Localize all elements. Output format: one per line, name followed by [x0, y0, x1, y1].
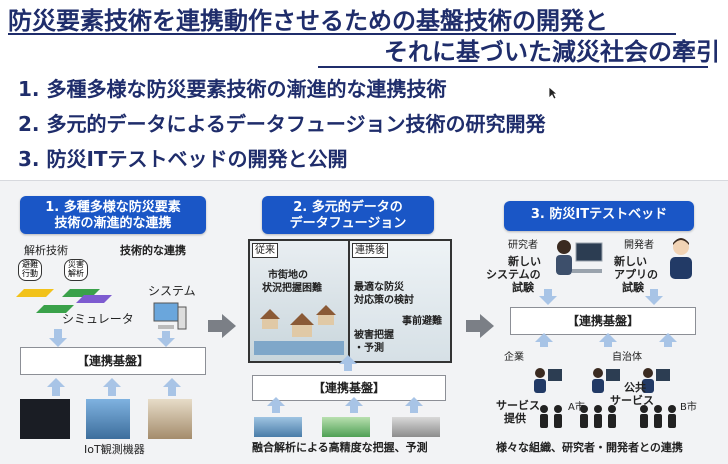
public-label: 公共: [624, 381, 646, 394]
arrow-up-6: [345, 397, 363, 413]
researcher-label: 研究者: [508, 240, 538, 251]
system-label: システム: [148, 284, 196, 298]
panel1-header: 1. 多種多様な防災要素 技術の漸進的な連携: [20, 196, 206, 234]
arrow-down-3: [539, 289, 557, 305]
sensor-image-3: [392, 417, 440, 437]
sensor-image-1: [254, 417, 302, 437]
title-underline-1: [8, 33, 676, 35]
list-item-3: 3. 防災ITテストベッドの開発と公開: [18, 147, 348, 171]
page-title-line1: 防災要素技術を連携動作させるための基盤技術の開発と: [8, 7, 608, 35]
iot-label: IoT観測機器: [84, 443, 145, 456]
company-label: 企業: [504, 352, 524, 363]
trial-label-1: 試験: [512, 281, 534, 294]
platform-box-3: 【連携基盤】: [510, 307, 696, 335]
before-after-image: 従来 市街地の 状況把握困難 連携後 最適な防災 対応策の検討 事前避難 被害把…: [248, 239, 452, 363]
optimal-label: 最適な防災: [354, 282, 404, 293]
arrow-up-1: [47, 378, 65, 396]
diagram-panel: 1. 多種多様な防災要素 技術の漸進的な連携 解析技術 技術的な連携 避難行動 …: [0, 180, 728, 464]
researcher-at-pc-icon: [556, 240, 603, 275]
system-trial-label: システムの: [486, 268, 541, 281]
collaboration-caption: 様々な組織、研究者・開発者との連携: [496, 441, 683, 454]
arrow-up-3: [163, 378, 181, 396]
iot-image-1: [20, 399, 70, 439]
panel2-header-line1: 2. 多元的データの: [293, 200, 403, 215]
after-tag: 連携後: [352, 243, 388, 258]
arrow-up-2: [103, 378, 121, 396]
computer-icon: [153, 302, 187, 330]
evac-label: 事前避難: [402, 316, 442, 327]
public-service-label: サービス: [610, 394, 654, 407]
arrow-up-9: [599, 333, 617, 347]
city-b-label: B市: [680, 402, 697, 413]
list-item-1: 1. 多種多様な防災要素技術の漸進的な連携技術: [18, 77, 447, 101]
arrow-down-1: [49, 329, 67, 347]
damage-label: 被害把握: [354, 330, 394, 341]
panel1-header-line1: 1. 多種多様な防災要素: [45, 200, 181, 215]
flow-arrow-1-shaft: [208, 320, 222, 332]
pill-disaster: 災害解析: [64, 259, 88, 281]
flow-arrow-2-head: [480, 314, 494, 338]
tech-link-label: 技術的な連携: [120, 244, 186, 257]
city-label: 市街地の: [268, 270, 308, 281]
simulator-label: シミュレータ: [62, 312, 134, 326]
municipality-label: 自治体: [612, 352, 642, 363]
trial-label-2: 試験: [622, 281, 644, 294]
arrow-up-10: [659, 333, 677, 347]
before-tag: 従来: [252, 243, 278, 258]
city-a-label: A市: [568, 402, 585, 413]
arrow-down-2: [157, 331, 175, 347]
company-worker-icon: [534, 368, 562, 393]
developer-label: 開発者: [624, 240, 654, 251]
flow-arrow-1-head: [222, 314, 236, 338]
new-label-1: 新しい: [508, 255, 541, 268]
arrow-up-5: [267, 397, 285, 413]
arrow-up-4: [339, 355, 357, 371]
houses-icon: [254, 305, 344, 355]
iot-image-2: [86, 399, 130, 439]
platform-box-2: 【連携基盤】: [252, 375, 446, 401]
platform-box-1: 【連携基盤】: [20, 347, 206, 375]
layer-stack-icon: [16, 289, 112, 313]
municipal-workers-icon: [592, 368, 670, 393]
fusion-caption: 融合解析による高精度な把握、予測: [252, 441, 428, 454]
panel2-header: 2. 多元的データの データフュージョン: [262, 196, 434, 234]
provide-label: 提供: [504, 412, 526, 425]
analysis-label: 解析技術: [24, 244, 68, 257]
new-label-2: 新しい: [614, 255, 647, 268]
service-label: サービス: [496, 399, 540, 412]
after-pane: 連携後 最適な防災 対応策の検討 事前避難 被害把握 ・予測: [350, 241, 450, 361]
before-pane: 従来 市街地の 状況把握困難: [250, 241, 350, 361]
pill-evacuation: 避難行動: [18, 259, 42, 281]
panel3-header-text: 3. 防災ITテストベッド: [530, 207, 668, 222]
difficulty-label: 状況把握困難: [262, 283, 322, 294]
mouse-cursor-icon: [548, 86, 558, 100]
arrow-down-4: [645, 289, 663, 305]
citizens-icon: [540, 405, 676, 428]
panel2-header-line2: データフュージョン: [289, 216, 407, 231]
app-label: アプリの: [614, 268, 658, 281]
panel3-header: 3. 防災ITテストベッド: [504, 201, 694, 231]
list-item-2: 2. 多元的データによるデータフュージョン技術の研究開発: [18, 112, 546, 136]
iot-image-3: [148, 399, 192, 439]
measures-label: 対応策の検討: [354, 295, 414, 306]
sensor-image-2: [322, 417, 370, 437]
title-underline-2: [318, 66, 708, 68]
arrow-up-7: [405, 397, 423, 413]
panel1-header-line2: 技術の漸進的な連携: [54, 216, 172, 231]
flow-arrow-2-shaft: [466, 320, 480, 332]
predict-label: ・予測: [354, 343, 384, 354]
page-title-line2: それに基づいた減災社会の牽引: [384, 38, 720, 66]
developer-icon: [670, 238, 692, 279]
arrow-up-8: [535, 333, 553, 347]
